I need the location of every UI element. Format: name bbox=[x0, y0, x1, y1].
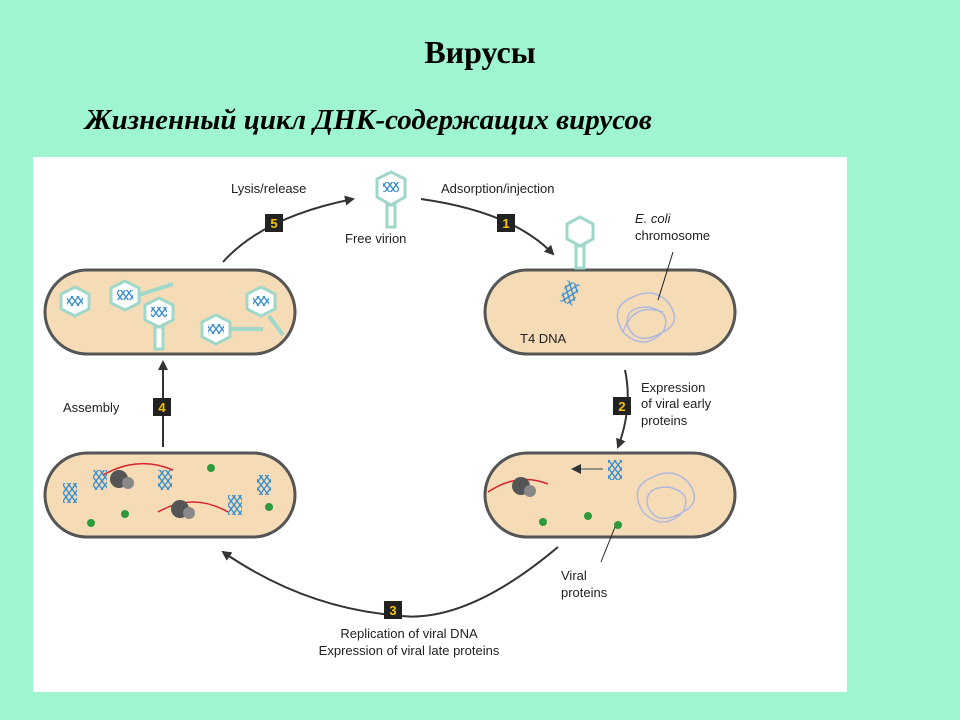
slide-title: Вирусы bbox=[424, 34, 536, 70]
svg-text:3: 3 bbox=[389, 603, 396, 618]
label-t4-dna: T4 DNA bbox=[520, 331, 567, 346]
label-early-2: of viral early bbox=[641, 396, 712, 411]
svg-text:2: 2 bbox=[618, 399, 625, 414]
svg-text:5: 5 bbox=[270, 216, 277, 231]
cell-adsorption bbox=[483, 215, 737, 356]
label-replication: Replication of viral DNA bbox=[340, 626, 478, 641]
label-chromosome: chromosome bbox=[635, 228, 710, 243]
label-lysis: Lysis/release bbox=[231, 181, 306, 196]
step-2-box: 2 bbox=[613, 397, 631, 415]
life-cycle-figure: 5 1 2 3 4 Lysis/release Adsorption/injec… bbox=[33, 157, 847, 692]
label-assembly: Assembly bbox=[63, 400, 120, 415]
step-1-box: 1 bbox=[497, 214, 515, 232]
arrow-lysis bbox=[222, 195, 355, 263]
cell-early-expression bbox=[483, 451, 737, 563]
label-viral: Viral bbox=[561, 568, 587, 583]
slide-subtitle: Жизненный цикл ДНК-содержащих вирусов bbox=[85, 104, 652, 136]
label-free-virion: Free virion bbox=[345, 231, 406, 246]
step-3-box: 3 bbox=[384, 601, 402, 619]
label-adsorption: Adsorption/injection bbox=[441, 181, 554, 196]
step-5-box: 5 bbox=[265, 214, 283, 232]
life-cycle-diagram: 5 1 2 3 4 Lysis/release Adsorption/injec… bbox=[43, 170, 737, 658]
label-late-expression: Expression of viral late proteins bbox=[319, 643, 500, 658]
label-early-1: Expression bbox=[641, 380, 705, 395]
cell-replication bbox=[43, 451, 297, 539]
free-virion bbox=[375, 170, 407, 229]
label-proteins: proteins bbox=[561, 585, 608, 600]
cell-assembled bbox=[43, 268, 297, 356]
arrow-adsorption bbox=[420, 198, 555, 256]
label-early-3: proteins bbox=[641, 413, 688, 428]
step-4-box: 4 bbox=[153, 398, 171, 416]
label-ecoli: E. coli bbox=[635, 211, 672, 226]
svg-text:4: 4 bbox=[158, 400, 166, 415]
svg-text:1: 1 bbox=[502, 216, 509, 231]
